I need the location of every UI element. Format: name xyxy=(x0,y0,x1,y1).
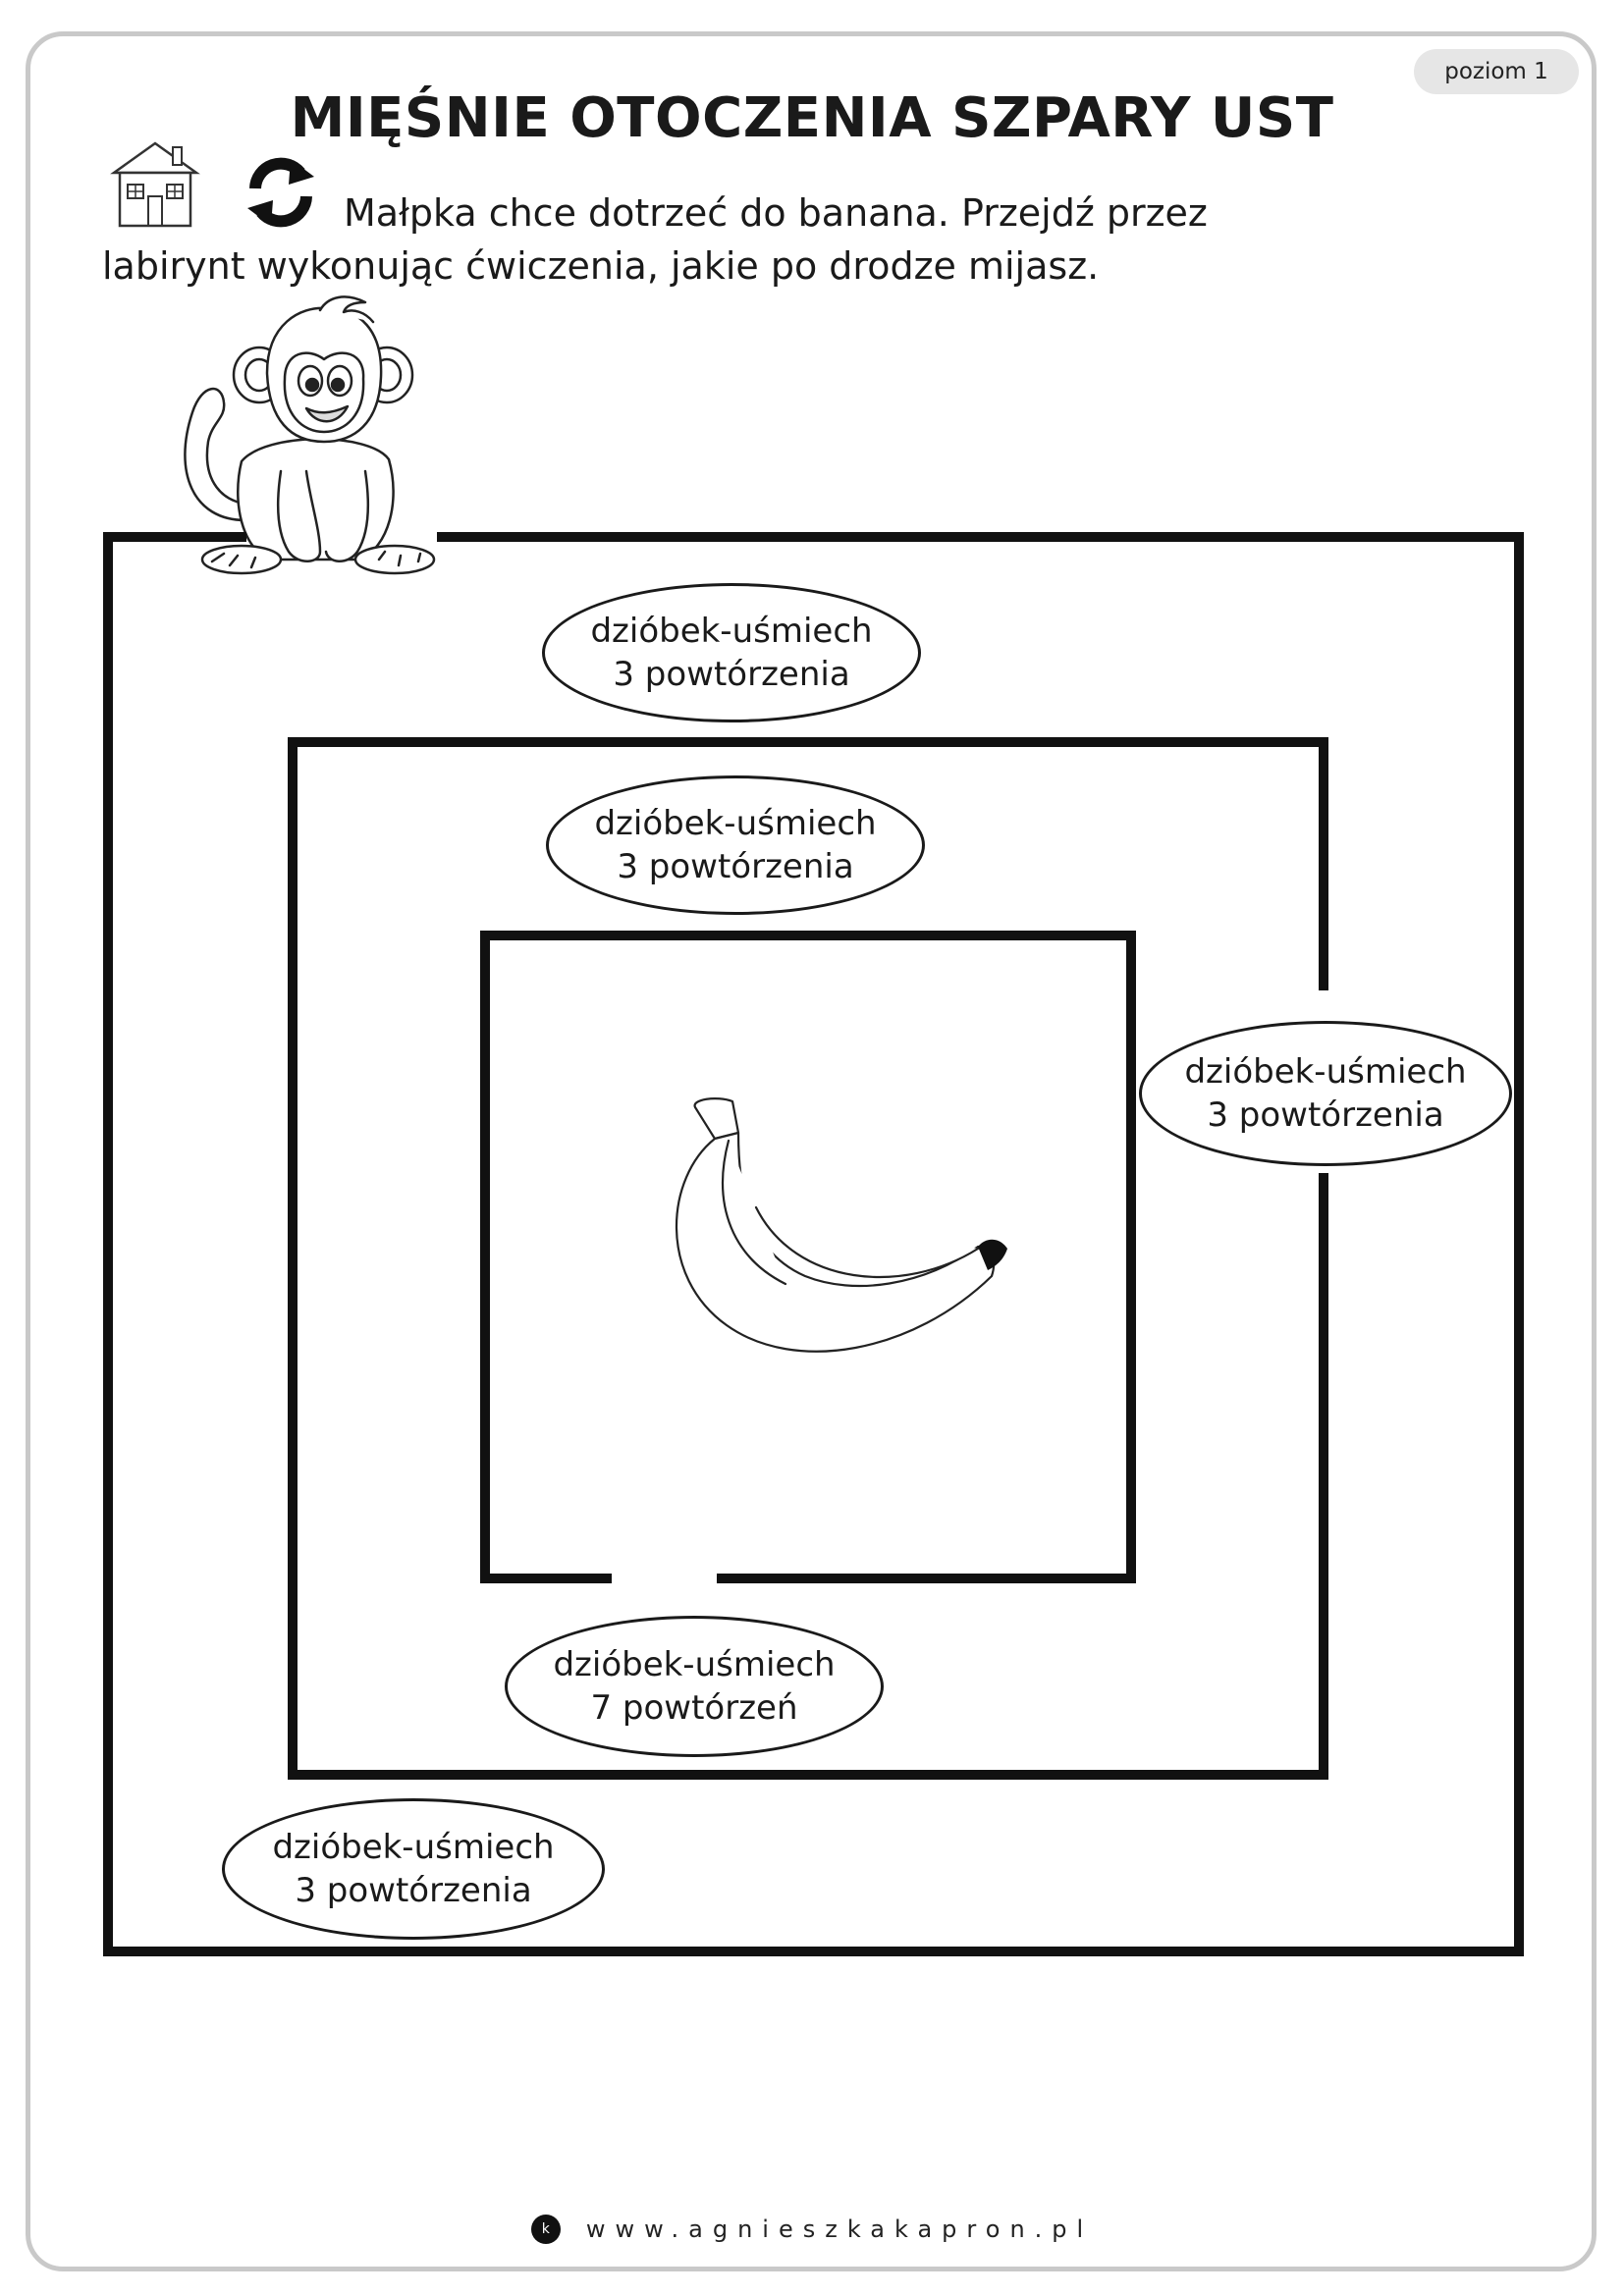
exercise-reps: 3 powtórzenia xyxy=(617,847,854,886)
house-icon[interactable] xyxy=(108,137,202,232)
website-url[interactable]: www.agnieszkakapron.pl xyxy=(585,2216,1094,2243)
exercise-name: dzióbek-uśmiech xyxy=(1184,1052,1467,1092)
page-frame xyxy=(26,31,1597,2271)
brand-logo-icon: k xyxy=(530,2215,561,2244)
monkey-illustration xyxy=(184,295,436,575)
maze-outer-wall xyxy=(103,532,1524,1956)
exercise-reps: 3 powtórzenia xyxy=(1207,1095,1444,1135)
instruction-line-1: Małpka chce dotrzeć do banana. Przejdź p… xyxy=(344,191,1208,235)
banana-illustration xyxy=(675,1097,1007,1353)
exercise-reps: 3 powtórzenia xyxy=(295,1871,532,1910)
exercise-reps: 7 powtórzeń xyxy=(590,1688,798,1728)
refresh-icon[interactable] xyxy=(242,155,320,230)
exercise-oval[interactable]: dzióbek-uśmiech 3 powtórzenia xyxy=(542,583,921,722)
maze-middle-wall xyxy=(288,737,1328,1780)
level-badge: poziom 1 xyxy=(1414,49,1579,94)
exercise-oval[interactable]: dzióbek-uśmiech 3 powtórzenia xyxy=(222,1798,605,1940)
footer: k www.agnieszkakapron.pl xyxy=(0,2215,1624,2244)
instruction-line-2: labirynt wykonując ćwiczenia, jakie po d… xyxy=(102,244,1100,288)
exercise-reps: 3 powtórzenia xyxy=(613,655,850,694)
exercise-name: dzióbek-uśmiech xyxy=(594,804,877,843)
instruction-text: Małpka chce dotrzeć do banana. Przejdź p… xyxy=(102,187,1320,293)
maze-inner-wall xyxy=(480,931,1136,1583)
exercise-oval[interactable]: dzióbek-uśmiech 7 powtórzeń xyxy=(505,1616,884,1757)
page-title: MIĘŚNIE OTOCZENIA SZPARY UST xyxy=(290,86,1334,150)
exercise-name: dzióbek-uśmiech xyxy=(553,1645,836,1684)
exercise-name: dzióbek-uśmiech xyxy=(590,612,873,651)
exercise-name: dzióbek-uśmiech xyxy=(272,1828,555,1867)
exercise-oval[interactable]: dzióbek-uśmiech 3 powtórzenia xyxy=(1139,1021,1512,1166)
exercise-oval[interactable]: dzióbek-uśmiech 3 powtórzenia xyxy=(546,775,925,915)
